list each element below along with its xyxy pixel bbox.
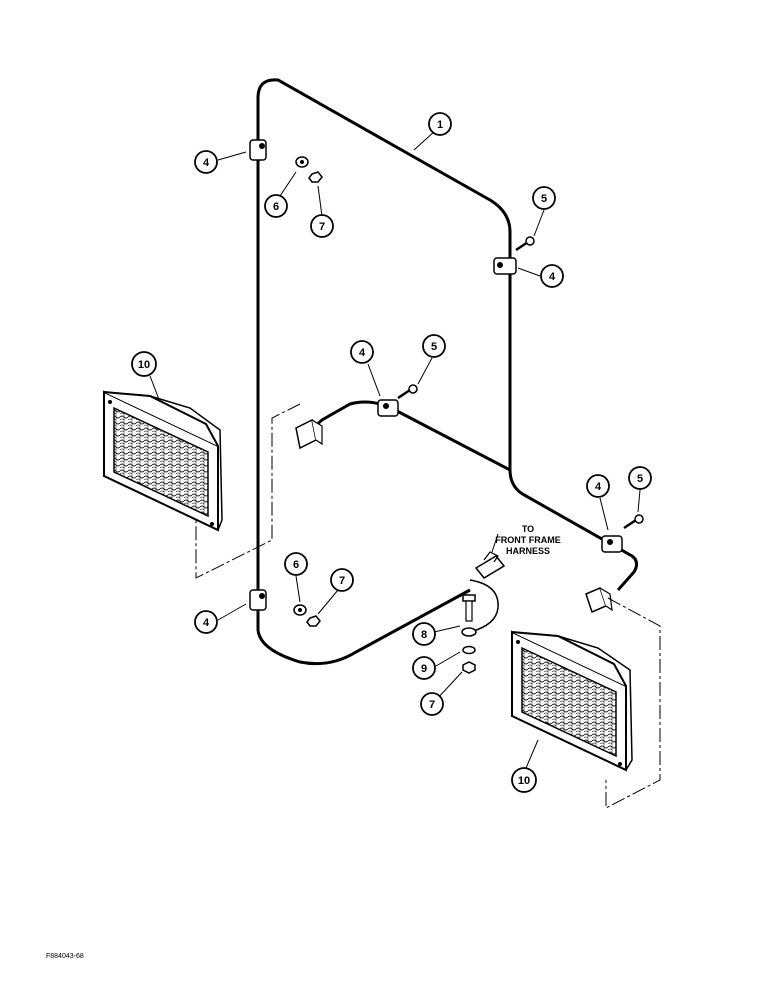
callout-4-right: 4 [586,474,610,498]
ring-terminal [461,627,477,637]
svg-text:5: 5 [637,473,643,485]
svg-text:1: 1 [437,119,443,131]
note-line-1: TO [522,524,534,534]
svg-text:4: 4 [203,617,210,629]
svg-text:6: 6 [293,559,299,571]
callout-4-top-left: 4 [194,150,218,174]
screw-top-right [515,236,535,252]
svg-text:4: 4 [595,481,602,493]
callout-10-left: 10 [131,351,157,377]
clamp-top-right [493,257,517,275]
callout-8: 8 [412,622,436,646]
callout-4-middle: 4 [350,340,374,364]
svg-text:4: 4 [203,157,210,169]
right-work-lamp [511,630,633,772]
main-harness-wire [256,78,639,600]
clamp-right [601,535,623,553]
svg-text:7: 7 [429,699,435,711]
screw-middle [397,384,418,400]
callout-5-right: 5 [628,466,652,490]
callout-7-ground: 7 [420,692,444,716]
right-lamp-leader [605,597,661,809]
left-lamp-branch-wire [304,400,511,472]
left-work-lamp [103,390,223,532]
figure-code: F884043-68 [46,953,84,960]
callout-1: 1 [428,112,452,136]
svg-text:4: 4 [549,271,556,283]
clamp-bottom-left [249,589,267,611]
callout-leaders [149,129,641,769]
callout-6-top: 6 [264,194,288,218]
lock-washer [462,645,476,655]
front-frame-harness-connector [474,551,506,579]
washer-top [295,156,309,168]
svg-text:10: 10 [518,775,530,787]
note-line-3: HARNESS [506,546,550,556]
svg-text:8: 8 [421,629,427,641]
svg-text:6: 6 [273,201,279,213]
front-frame-harness-note: TO FRONT FRAME HARNESS [495,524,561,556]
svg-text:7: 7 [319,221,325,233]
svg-text:5: 5 [431,341,437,353]
screw-right [623,514,644,530]
lower-harness-wire [256,588,471,666]
svg-text:10: 10 [138,359,150,371]
callout-4-top-right: 4 [540,264,564,288]
callout-9: 9 [412,656,436,680]
callout-4-bottom-left: 4 [194,610,218,634]
left-lamp-connector [295,418,323,450]
svg-text:4: 4 [359,347,366,359]
washer-bottom [293,604,307,616]
note-line-2: FRONT FRAME [495,535,561,545]
svg-text:5: 5 [541,193,547,205]
nut-top [308,171,323,183]
callout-7-bottom: 7 [330,568,354,592]
right-lamp-connector [585,586,613,614]
callout-5-top-right: 5 [532,186,556,210]
ground-wire [469,579,499,633]
callout-6-bottom: 6 [284,552,308,576]
nut-bottom [306,615,321,627]
clamp-top-left [249,139,267,161]
svg-text:7: 7 [339,575,345,587]
left-lamp-leader [195,403,301,579]
ground-nut [462,661,476,674]
clamp-middle [377,399,399,417]
svg-text:9: 9 [421,663,427,675]
callout-5-middle: 5 [422,334,446,358]
callout-10-right: 10 [511,767,537,793]
callout-7-top: 7 [310,214,334,238]
ground-bolt [462,594,476,622]
